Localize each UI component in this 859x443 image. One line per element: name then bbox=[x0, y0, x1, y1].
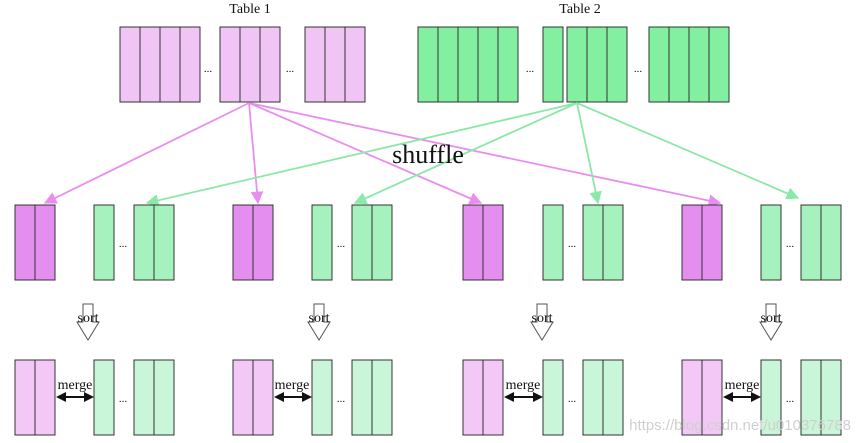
sorted-table2-blocks bbox=[760, 359, 842, 436]
down-arrow-icon bbox=[307, 303, 331, 341]
ellipsis: ... bbox=[204, 63, 213, 75]
shuffled-table1-block bbox=[14, 204, 56, 281]
ellipsis: ... bbox=[119, 238, 128, 250]
shuffled-table1-block bbox=[681, 204, 723, 281]
table1: ... ... bbox=[119, 26, 366, 103]
sorted-table1-block bbox=[681, 359, 723, 436]
merge-label: merge bbox=[58, 378, 93, 393]
shuffle-label: shuffle bbox=[392, 140, 464, 169]
sorted-group-2: ... merge bbox=[232, 359, 393, 436]
sort-step-1: sort bbox=[76, 303, 100, 341]
down-arrow-icon bbox=[76, 303, 100, 341]
sort-label: sort bbox=[309, 311, 330, 326]
ellipsis: ... bbox=[634, 63, 643, 75]
shuffled-table2-blocks bbox=[760, 204, 842, 281]
sorted-table2-blocks bbox=[542, 359, 624, 436]
sorted-table1-block bbox=[232, 359, 274, 436]
sorted-group-1: ... merge bbox=[14, 359, 175, 436]
table1-partition bbox=[219, 26, 281, 103]
shuffled-table2-blocks bbox=[542, 204, 624, 281]
ellipsis: ... bbox=[786, 238, 795, 250]
sorted-table2-blocks bbox=[93, 359, 175, 436]
shuffled-group-2: ... bbox=[232, 204, 393, 281]
sort-step-4: sort bbox=[759, 303, 783, 341]
sorted-table1-block bbox=[462, 359, 504, 436]
ellipsis: ... bbox=[337, 393, 346, 405]
ellipsis: ... bbox=[286, 63, 295, 75]
sort-step-2: sort bbox=[307, 303, 331, 341]
shuffle-arrows-table1 bbox=[43, 102, 722, 207]
ellipsis: ... bbox=[568, 393, 577, 405]
table1-partition bbox=[119, 26, 201, 103]
shuffled-table2-blocks bbox=[311, 204, 393, 281]
shuffled-table1-block bbox=[232, 204, 274, 281]
sort-label: sort bbox=[532, 311, 553, 326]
sorted-table2-blocks bbox=[311, 359, 393, 436]
down-arrow-icon bbox=[530, 303, 554, 341]
table2-title: Table 2 bbox=[559, 2, 600, 17]
table2: ... ... bbox=[417, 26, 730, 103]
watermark: https://blog.csdn.net/u010376788 bbox=[629, 417, 851, 434]
merge-label: merge bbox=[275, 378, 310, 393]
table2-partition bbox=[648, 26, 730, 103]
table2-partition bbox=[417, 26, 519, 103]
ellipsis: ... bbox=[337, 238, 346, 250]
shuffled-table2-blocks bbox=[93, 204, 175, 281]
ellipsis: ... bbox=[786, 393, 795, 405]
table2-partition bbox=[542, 26, 628, 103]
sort-step-3: sort bbox=[530, 303, 554, 341]
shuffled-group-1: ... bbox=[14, 204, 175, 281]
sort-label: sort bbox=[78, 311, 99, 326]
ellipsis: ... bbox=[526, 63, 535, 75]
shuffled-table1-block bbox=[462, 204, 504, 281]
ellipsis: ... bbox=[119, 393, 128, 405]
shuffled-group-4: ... bbox=[681, 204, 842, 281]
sorted-table1-block bbox=[14, 359, 56, 436]
sorted-group-4: ... merge bbox=[681, 359, 842, 436]
ellipsis: ... bbox=[568, 238, 577, 250]
shuffle-arrows-table2 bbox=[145, 102, 800, 207]
table1-partition bbox=[304, 26, 366, 103]
merge-label: merge bbox=[725, 378, 760, 393]
merge-label: merge bbox=[506, 378, 541, 393]
sort-label: sort bbox=[761, 311, 782, 326]
shuffled-group-3: ... bbox=[462, 204, 624, 281]
table1-title: Table 1 bbox=[229, 2, 270, 17]
sorted-group-3: ... merge bbox=[462, 359, 624, 436]
down-arrow-icon bbox=[759, 303, 783, 341]
